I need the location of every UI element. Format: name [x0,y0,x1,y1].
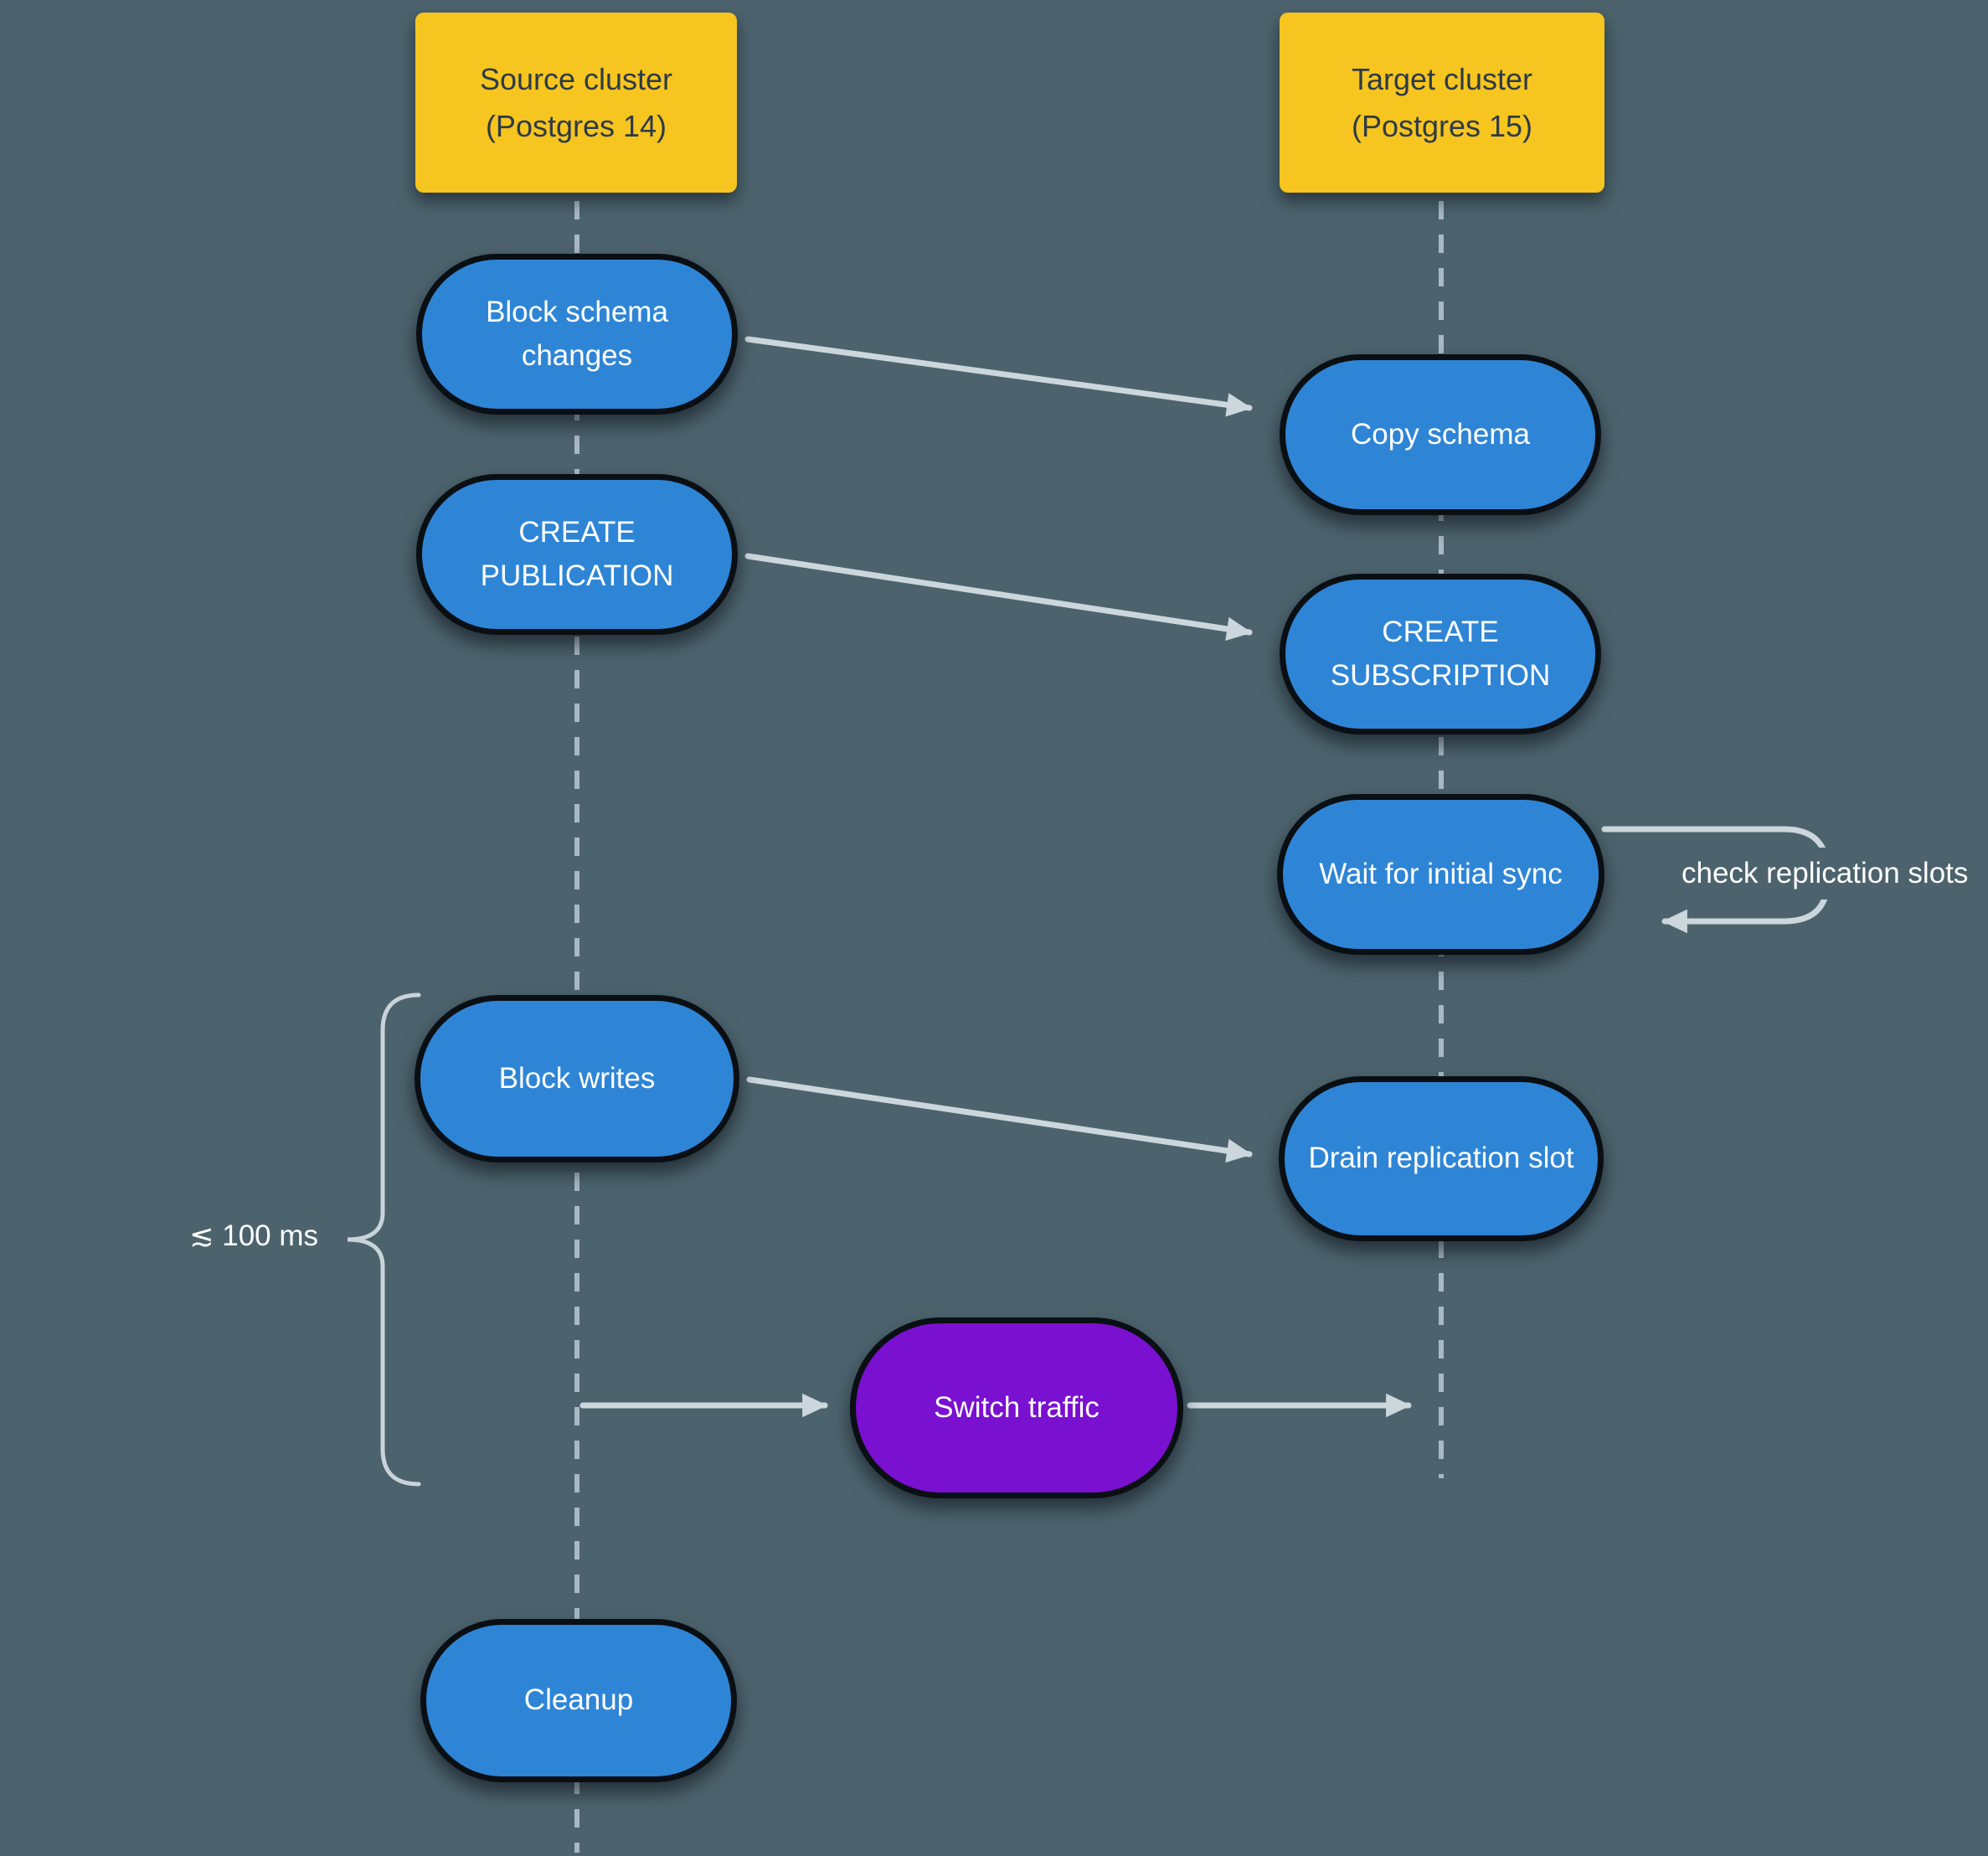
node-switch-traffic: Switch traffic [850,1317,1183,1498]
arrow-create-publication-to-create-subscription [744,553,1253,642]
node-label: Block schema changes [486,295,668,373]
loop-annotation-check-replication-slots: check replication slots [1670,848,1980,900]
target-cluster-header: Target cluster (Postgres 15) [1280,13,1604,193]
node-label: Wait for initial sync [1319,857,1563,890]
node-block-writes: Block writes [415,995,739,1163]
node-label: CREATE PUBLICATION [480,515,674,593]
arrow-block-schema-to-copy-schema [744,336,1253,417]
node-label: CREATE SUBSCRIPTION [1330,615,1551,693]
latency-annotation-100ms: ≲ 100 ms [189,1219,318,1252]
arrow-block-writes-to-drain-slot [746,1076,1253,1163]
latency-brace [347,992,421,1487]
node-create-subscription: CREATE SUBSCRIPTION [1280,574,1601,735]
node-label: Block writes [498,1061,656,1095]
node-label: Drain replication slot [1308,1142,1574,1175]
node-copy-schema: Copy schema [1280,354,1601,515]
source-cluster-header: Source cluster (Postgres 14) [415,13,737,193]
node-label: Cleanup [523,1683,634,1717]
node-wait-for-initial-sync: Wait for initial sync [1277,794,1604,955]
target-cluster-label: Target cluster (Postgres 15) [1351,61,1533,143]
source-cluster-label: Source cluster (Postgres 14) [479,61,673,143]
node-label: Copy schema [1351,417,1530,451]
node-cleanup: Cleanup [420,1619,737,1782]
node-block-schema-changes: Block schema changes [416,254,738,415]
node-drain-replication-slot: Drain replication slot [1279,1076,1604,1241]
node-create-publication: CREATE PUBLICATION [416,474,738,635]
node-label: Switch traffic [934,1390,1100,1424]
